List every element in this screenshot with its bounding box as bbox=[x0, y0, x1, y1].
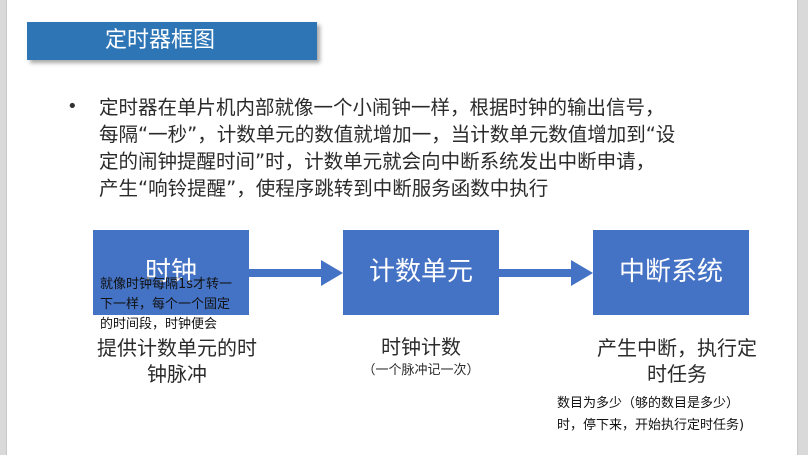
arrow-right-icon bbox=[249, 260, 343, 286]
bullet-line: 产生“响铃提醒”，使程序跳转到中断服务函数中执行 bbox=[99, 177, 549, 200]
caption-counter: 时钟计数 bbox=[381, 335, 461, 359]
bullet-paragraph: 定时器在单片机内部就像一个小闹钟一样，根据时钟的输出信号， 每隔“一秒”，计数单… bbox=[99, 94, 799, 202]
diagram-box-counter: 计数单元 bbox=[343, 230, 499, 315]
bullet-line: 每隔“一秒”，计数单元的数值就增加一，当计数单元数值增加到“设 bbox=[99, 123, 676, 146]
bullet-line: 定的闹钟提醒时间”时，计数单元就会向中断系统发出中断申请， bbox=[99, 150, 656, 173]
overlay-note-line: 的时间段，时钟便会 bbox=[100, 317, 218, 332]
arrow-right-icon bbox=[499, 260, 593, 286]
overlay-note-line: 就像时钟每隔1s才转一 bbox=[100, 277, 233, 292]
annotation-line: 时，停下来，开始执行定时任务) bbox=[557, 418, 745, 433]
caption-counter-sub: （一个脉冲记一次） bbox=[362, 363, 480, 378]
annotation-note: 数目为多少（够的数目是多少） 时，停下来，开始执行定时任务) bbox=[557, 393, 802, 437]
overlay-note: 就像时钟每隔1s才转一 下一样，每个一个固定 的时间段，时钟便会 bbox=[100, 275, 270, 335]
caption-interrupt: 产生中断，执行定时任务 bbox=[597, 336, 757, 386]
slide-canvas: 定时器框图 • 定时器在单片机内部就像一个小闹钟一样，根据时钟的输出信号， 每隔… bbox=[6, 0, 798, 455]
diagram-box-interrupt: 中断系统 bbox=[593, 230, 749, 315]
bullet-marker: • bbox=[67, 96, 78, 117]
caption-clock: 提供计数单元的时钟脉冲 bbox=[97, 336, 257, 386]
annotation-line: 数目为多少（够的数目是多少） bbox=[557, 396, 740, 411]
overlay-note-line: 下一样，每个一个固定 bbox=[100, 297, 231, 312]
diagram-box-clock: 时钟 bbox=[93, 230, 249, 315]
bullet-line: 定时器在单片机内部就像一个小闹钟一样，根据时钟的输出信号， bbox=[99, 96, 665, 119]
slide-title: 定时器框图 bbox=[27, 22, 317, 60]
